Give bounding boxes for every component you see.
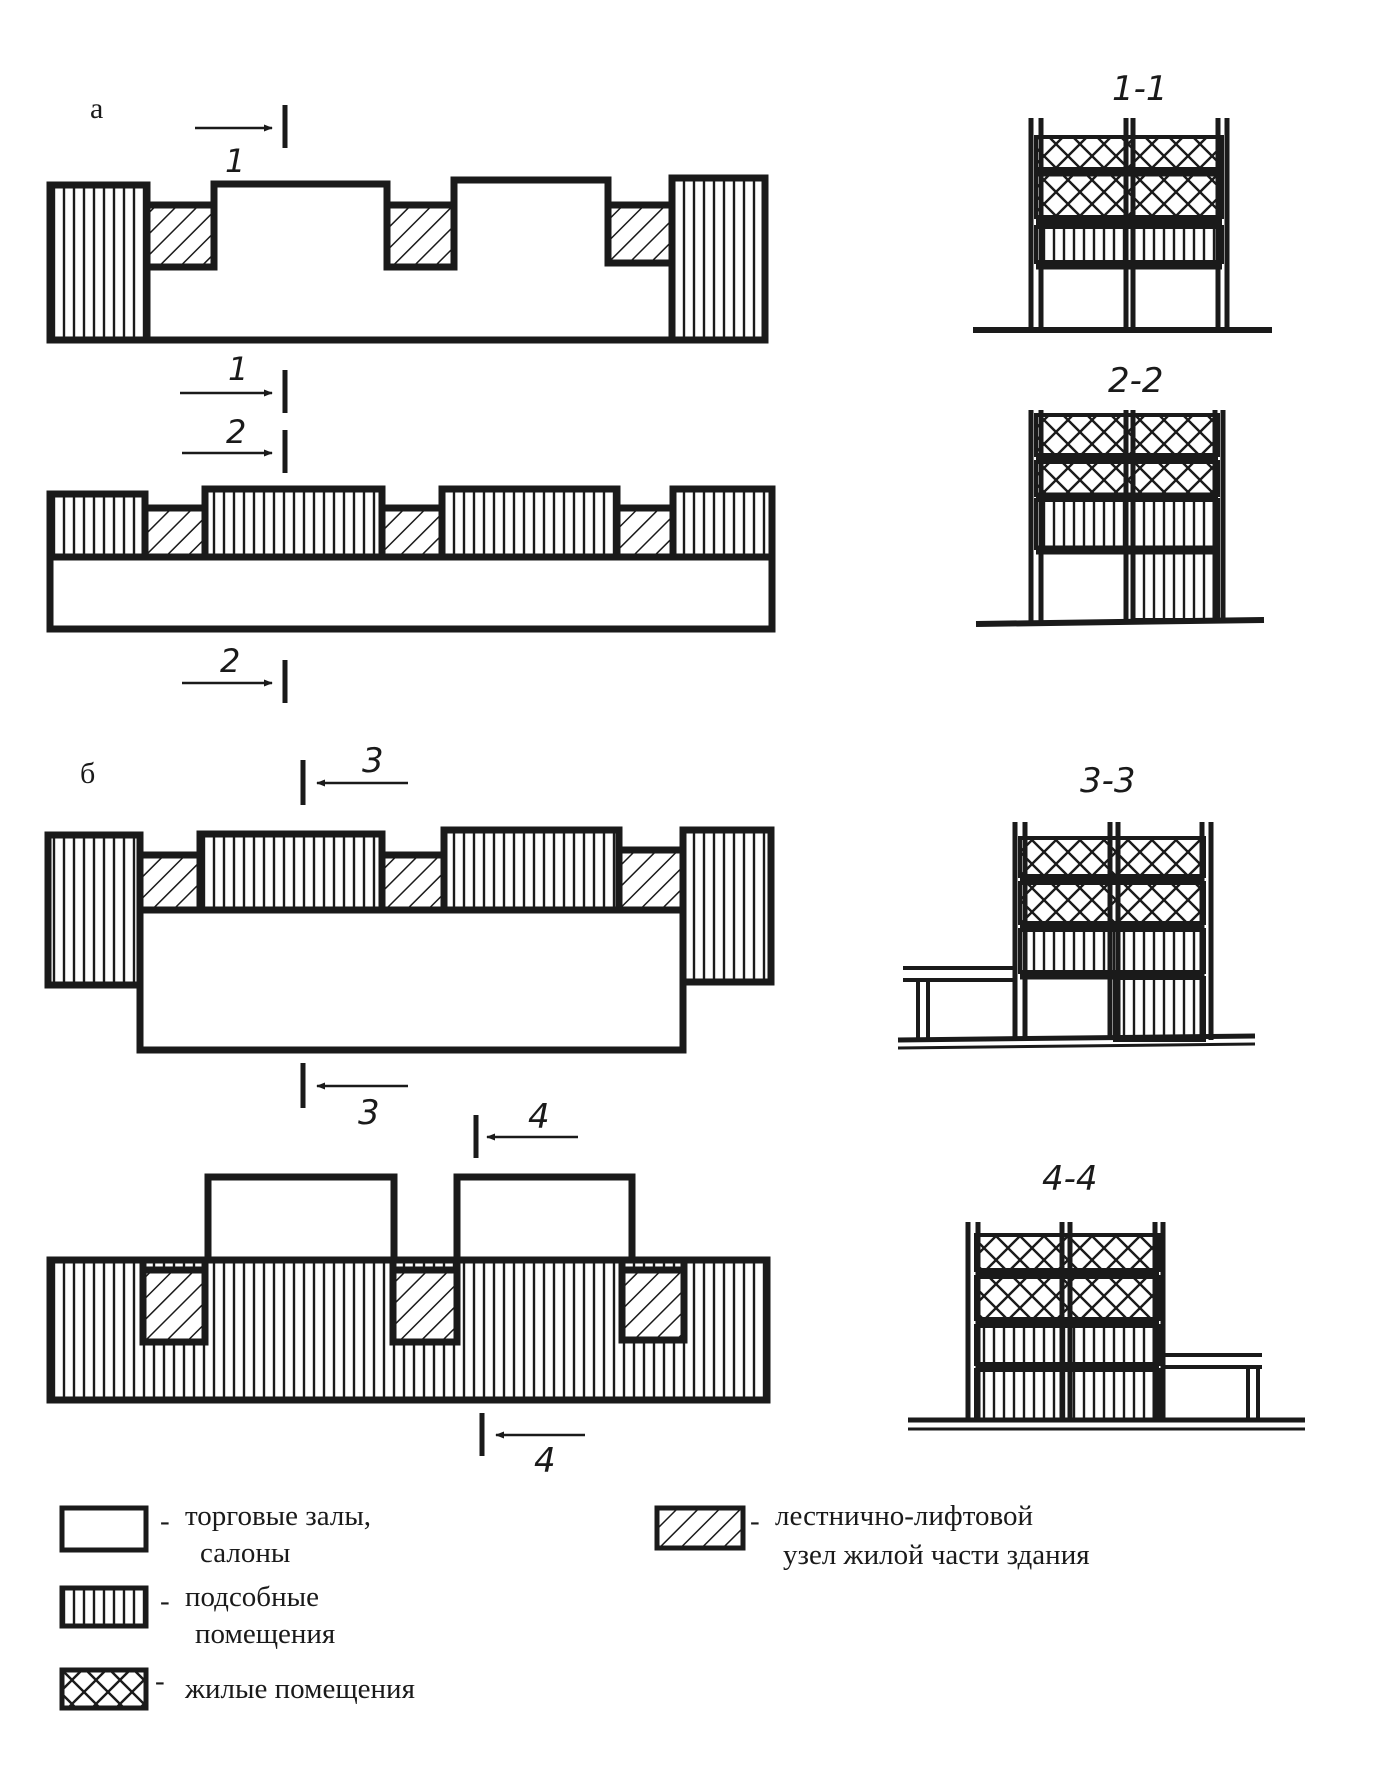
plan-b2 <box>46 1173 771 1404</box>
cut-marker-3 <box>300 760 408 1108</box>
cut-label-3: 3 <box>358 1093 380 1133</box>
utility-block-left <box>46 181 151 344</box>
stair-lift-core <box>143 201 218 271</box>
utility-block-right <box>668 174 769 344</box>
plan-b1 <box>44 826 775 1054</box>
stair-lift-core <box>141 504 209 561</box>
utility-floor <box>1113 976 1206 1042</box>
stair-lift-core <box>378 504 446 561</box>
section-4-4 <box>908 1222 1305 1431</box>
legend-swatch-utility-rooms <box>59 1585 149 1629</box>
utility-floor <box>1131 550 1220 622</box>
cut-label-1: 1 <box>228 350 248 388</box>
section-title-3-3: 3-3 <box>1080 761 1136 801</box>
cut-marker-2 <box>182 430 288 703</box>
trade-hall <box>46 553 776 633</box>
section-1-1 <box>973 118 1272 333</box>
stair-lift-core <box>604 201 676 267</box>
stair-lift-core <box>136 851 204 914</box>
legend-label-trade-halls-line2: салоны <box>200 1537 290 1569</box>
stair-lift-core <box>378 851 448 914</box>
plan-a1 <box>46 174 769 344</box>
stair-lift-core <box>613 504 677 561</box>
legend-label-stair-lift-line1: лестнично-лифтовой <box>775 1500 1033 1532</box>
cut-label-3: 3 <box>362 741 384 781</box>
panel-label-a: а <box>90 92 103 125</box>
utility-block <box>196 830 386 914</box>
legend-dash: - <box>750 1505 760 1537</box>
stair-lift-core <box>618 1266 688 1344</box>
legend-dash: - <box>160 1585 170 1617</box>
legend-swatch-stair-lift <box>654 1505 746 1551</box>
stair-lift-core <box>615 846 687 914</box>
legend-label-utility-rooms-line1: подсобные <box>185 1581 319 1613</box>
legend-label-utility-rooms-line2: помещения <box>195 1618 335 1650</box>
trade-hall <box>136 906 687 1054</box>
cut-label-1: 1 <box>225 142 245 180</box>
legend: - торговые залы, салоны - подсобные поме… <box>59 1500 1090 1711</box>
living-floor <box>1034 135 1224 171</box>
cut-label-2: 2 <box>226 413 246 451</box>
living-floor <box>1034 170 1224 219</box>
cut-label-4: 4 <box>534 1441 556 1481</box>
trade-hall <box>453 1173 636 1269</box>
section-2-2 <box>975 410 1265 627</box>
section-3-3 <box>897 822 1256 1050</box>
legend-label-living-rooms: жилые помещения <box>184 1673 415 1705</box>
legend-swatch-trade-halls <box>59 1505 149 1553</box>
trade-hall <box>147 176 676 344</box>
legend-label-stair-lift-line2: узел жилой части здания <box>783 1539 1090 1571</box>
cut-marker-4 <box>473 1115 585 1456</box>
legend-label-trade-halls-line1: торговые залы, <box>185 1500 371 1532</box>
section-title-4-4: 4-4 <box>1042 1159 1098 1199</box>
utility-block <box>201 485 386 561</box>
legend-dash: - <box>160 1505 170 1537</box>
legend-swatch-living-rooms <box>59 1667 149 1711</box>
section-title-2-2: 2-2 <box>1108 361 1164 401</box>
utility-block <box>438 485 621 561</box>
section-title-1-1: 1-1 <box>1112 69 1168 109</box>
utility-block-right <box>669 485 776 561</box>
stair-lift-core <box>383 201 458 271</box>
cut-marker-1 <box>180 105 288 413</box>
legend-dash: - <box>155 1665 165 1697</box>
panel-label-b: б <box>80 757 95 790</box>
stair-lift-core <box>139 1266 209 1346</box>
utility-block <box>440 826 623 914</box>
cut-label-2: 2 <box>220 642 240 680</box>
cut-label-4: 4 <box>528 1097 550 1137</box>
stair-lift-core <box>389 1266 461 1346</box>
utility-block-left <box>46 490 149 561</box>
trade-hall <box>204 1173 398 1269</box>
utility-floor <box>1034 225 1224 264</box>
utility-block-left <box>44 831 144 989</box>
utility-block-right <box>679 826 775 986</box>
plan-a2 <box>46 485 776 633</box>
